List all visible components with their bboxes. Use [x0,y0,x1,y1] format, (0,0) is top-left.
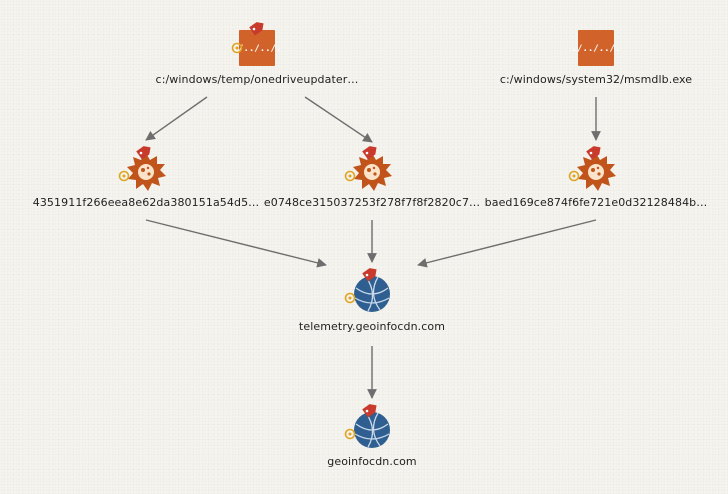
file-node-label: c:/windows/temp/onedriveupdater… [155,73,359,86]
malware-node-label: baed169ce874f6fe721e0d32128484b… [484,196,708,209]
tag-icon [362,268,377,282]
domain-node-label: telemetry.geoinfocdn.com [298,320,446,333]
edge-file1-hash1 [145,96,208,141]
svg-text:./../../.: ./../../. [233,44,282,54]
malware-icon [353,153,392,191]
biohazard-icon [344,428,356,440]
file-icon: ./../../. [233,30,282,66]
globe-icon [354,276,390,312]
nodes-layer: ./../../. ./../../. [118,19,621,448]
biohazard-icon [344,292,356,304]
tag-icon [362,404,377,418]
tag-icon [249,22,264,36]
domain-node-telemetry[interactable] [344,265,391,312]
biohazard-icon [568,170,580,182]
malware-icon [127,153,166,191]
biohazard-icon [118,170,130,182]
file-node-label: c:/windows/system32/msmdlb.exe [499,73,693,86]
tag-icon [136,146,151,160]
biohazard-icon [344,170,356,182]
biohazard-icon [231,42,243,54]
malware-node-label: 4351911f266eea8e62da380151a54d5… [32,196,260,209]
file-icon: ./../../. [572,30,621,66]
malware-icon [577,153,616,191]
svg-text:./../../.: ./../../. [572,44,621,54]
edges-layer [145,96,601,399]
domain-node-geoinfocdn[interactable] [344,401,391,448]
tag-icon [362,146,377,160]
globe-icon [354,412,390,448]
malware-node-baed169c[interactable] [568,143,617,191]
malware-node-4351911f[interactable] [118,143,167,191]
malware-node-label: e0748ce315037253f278f7f8f2820c7… [263,196,481,209]
file-node-msmdlb[interactable]: ./../../. [572,30,621,66]
malware-node-e0748ce3[interactable] [344,143,393,191]
edge-file1-hash2 [304,96,373,143]
domain-node-label: geoinfocdn.com [327,455,417,468]
edge-hash1-domain1 [145,219,327,268]
edge-hash3-domain1 [417,219,597,268]
file-node-onedriveupdater[interactable]: ./../../. [231,19,282,66]
tag-icon [586,146,601,160]
